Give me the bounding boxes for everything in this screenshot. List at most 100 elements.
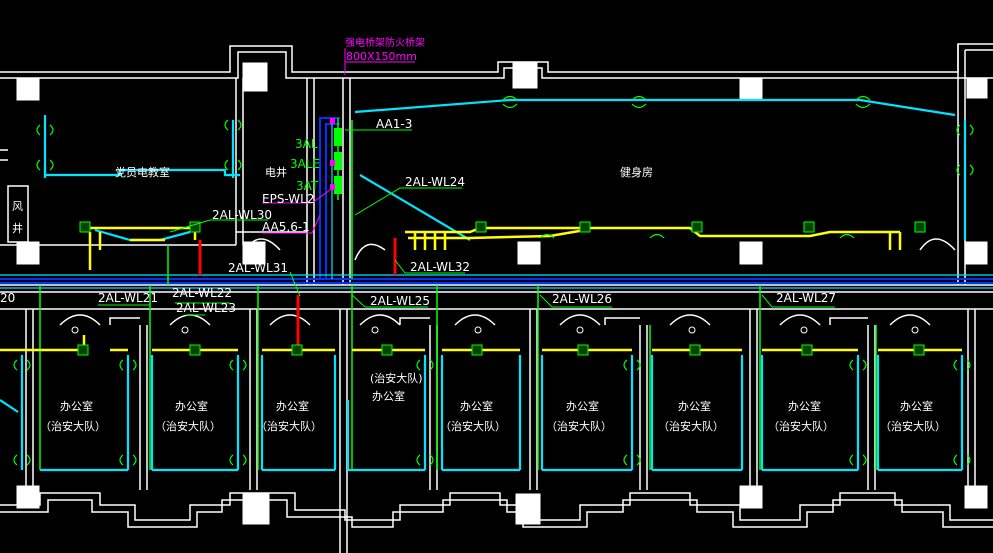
- column: [16, 77, 40, 101]
- wall-light-icon: [119, 454, 137, 466]
- column: [242, 62, 268, 92]
- panel-3ale-box: [334, 152, 342, 170]
- lighting-wiring: [0, 98, 967, 472]
- wall-light-icon: [13, 359, 31, 371]
- label-wl27: 2AL-WL27: [776, 291, 836, 305]
- column: [242, 241, 266, 265]
- ceiling-light-icon: [631, 95, 647, 109]
- wall-light-icon: [224, 119, 242, 131]
- label-eps: EPS-WL2: [262, 192, 314, 206]
- socket-icon: [471, 344, 483, 356]
- label-wl21: 2AL-WL21: [98, 291, 158, 305]
- switch-icon: [71, 326, 79, 334]
- wall-light-icon: [849, 359, 867, 371]
- label-wl31: 2AL-WL31: [228, 261, 288, 275]
- corridor-light-line: [0, 120, 993, 289]
- socket-icon: [579, 221, 591, 233]
- room-office: 办公室: [788, 399, 821, 413]
- socket-icon: [381, 344, 393, 356]
- wall-light-icon: [849, 454, 867, 466]
- junction-marker: [330, 118, 335, 124]
- wall-light-icon: [119, 359, 137, 371]
- room-security: （治安大队）: [546, 419, 612, 433]
- wall-light-icon: [956, 164, 974, 176]
- wall-light-icon: [416, 454, 434, 466]
- wall-light-icon: [229, 454, 247, 466]
- column: [966, 77, 988, 99]
- room-office: 办公室: [678, 399, 711, 413]
- wall-light-icon: [623, 454, 641, 466]
- room-security: （治安大队）: [658, 419, 724, 433]
- room-security: （治安大队）: [768, 419, 834, 433]
- column: [739, 77, 763, 101]
- ceiling-light-icon: [502, 95, 518, 109]
- emergency-lines: [198, 238, 397, 345]
- ceiling-light-icon: [839, 233, 855, 239]
- column: [964, 241, 988, 265]
- label-3at: 3AT: [296, 179, 319, 193]
- switch-icon: [181, 326, 189, 334]
- structural-columns: [16, 61, 988, 525]
- column: [739, 241, 763, 265]
- label-wl32: 2AL-WL32: [410, 260, 470, 274]
- label-wl25: 2AL-WL25: [370, 294, 430, 308]
- column: [16, 241, 40, 265]
- magenta-leaders: [262, 48, 415, 234]
- junction-marker: [330, 160, 335, 166]
- sockets: [77, 221, 926, 356]
- wall-light-icon: [953, 454, 971, 466]
- light-fixtures: [13, 95, 974, 466]
- socket-icon: [291, 344, 303, 356]
- ceiling-light-icon: [539, 233, 555, 239]
- room-party: 党员电教室: [115, 165, 170, 179]
- room-security: （治安大队）: [155, 419, 221, 433]
- column: [739, 485, 763, 509]
- room-security-plain: (治安大队): [370, 371, 423, 385]
- socket-icon: [914, 221, 926, 233]
- socket-icon: [913, 344, 925, 356]
- socket-icon: [189, 221, 201, 233]
- ceiling-light-icon: [855, 95, 871, 109]
- panel-3al-box: [334, 128, 342, 146]
- column: [515, 493, 541, 525]
- bridge-size: 800X150mm: [346, 50, 417, 63]
- bridge-title: 强电桥架防火桥架: [345, 36, 425, 49]
- socket-icon: [79, 221, 91, 233]
- label-wl24: 2AL-WL24: [405, 175, 465, 189]
- room-gym: 健身房: [620, 165, 653, 179]
- room-office: 办公室: [566, 399, 599, 413]
- label-wl30: 2AL-WL30: [212, 208, 272, 222]
- socket-icon: [801, 344, 813, 356]
- column: [242, 493, 270, 525]
- wall-light-icon: [416, 359, 434, 371]
- column: [517, 241, 541, 265]
- room-air-shaft-2: 井: [12, 221, 23, 235]
- room-office: 办公室: [372, 389, 405, 403]
- wall-light-icon: [956, 124, 974, 136]
- wall-light-icon: [224, 159, 242, 171]
- socket-icon: [691, 221, 703, 233]
- column: [964, 485, 988, 509]
- switch-icon: [911, 326, 919, 334]
- label-3al: 3AL: [295, 137, 318, 151]
- wall-light-icon: [953, 359, 971, 371]
- switch-icon: [576, 326, 584, 334]
- room-office: 办公室: [900, 399, 933, 413]
- ceiling-light-icon: [649, 233, 665, 239]
- room-air-shaft-1: 风: [12, 200, 23, 213]
- socket-icon: [577, 344, 589, 356]
- annotations: 强电桥架防火桥架 800X150mm AA1-3 3AL 3ALE 3AT EP…: [0, 36, 946, 433]
- room-security: （治安大队）: [880, 419, 946, 433]
- socket-icon: [475, 221, 487, 233]
- switch-icon: [688, 326, 696, 334]
- socket-icon: [77, 344, 89, 356]
- label-aa1: AA1-3: [376, 117, 412, 131]
- label-wl26: 2AL-WL26: [552, 292, 612, 306]
- wall-light-icon: [623, 359, 641, 371]
- switch-icon: [800, 326, 808, 334]
- distribution-panels: [330, 118, 342, 194]
- switches: [71, 326, 919, 334]
- room-security: （治安大队）: [256, 419, 322, 433]
- label-wl20: 20: [0, 291, 15, 305]
